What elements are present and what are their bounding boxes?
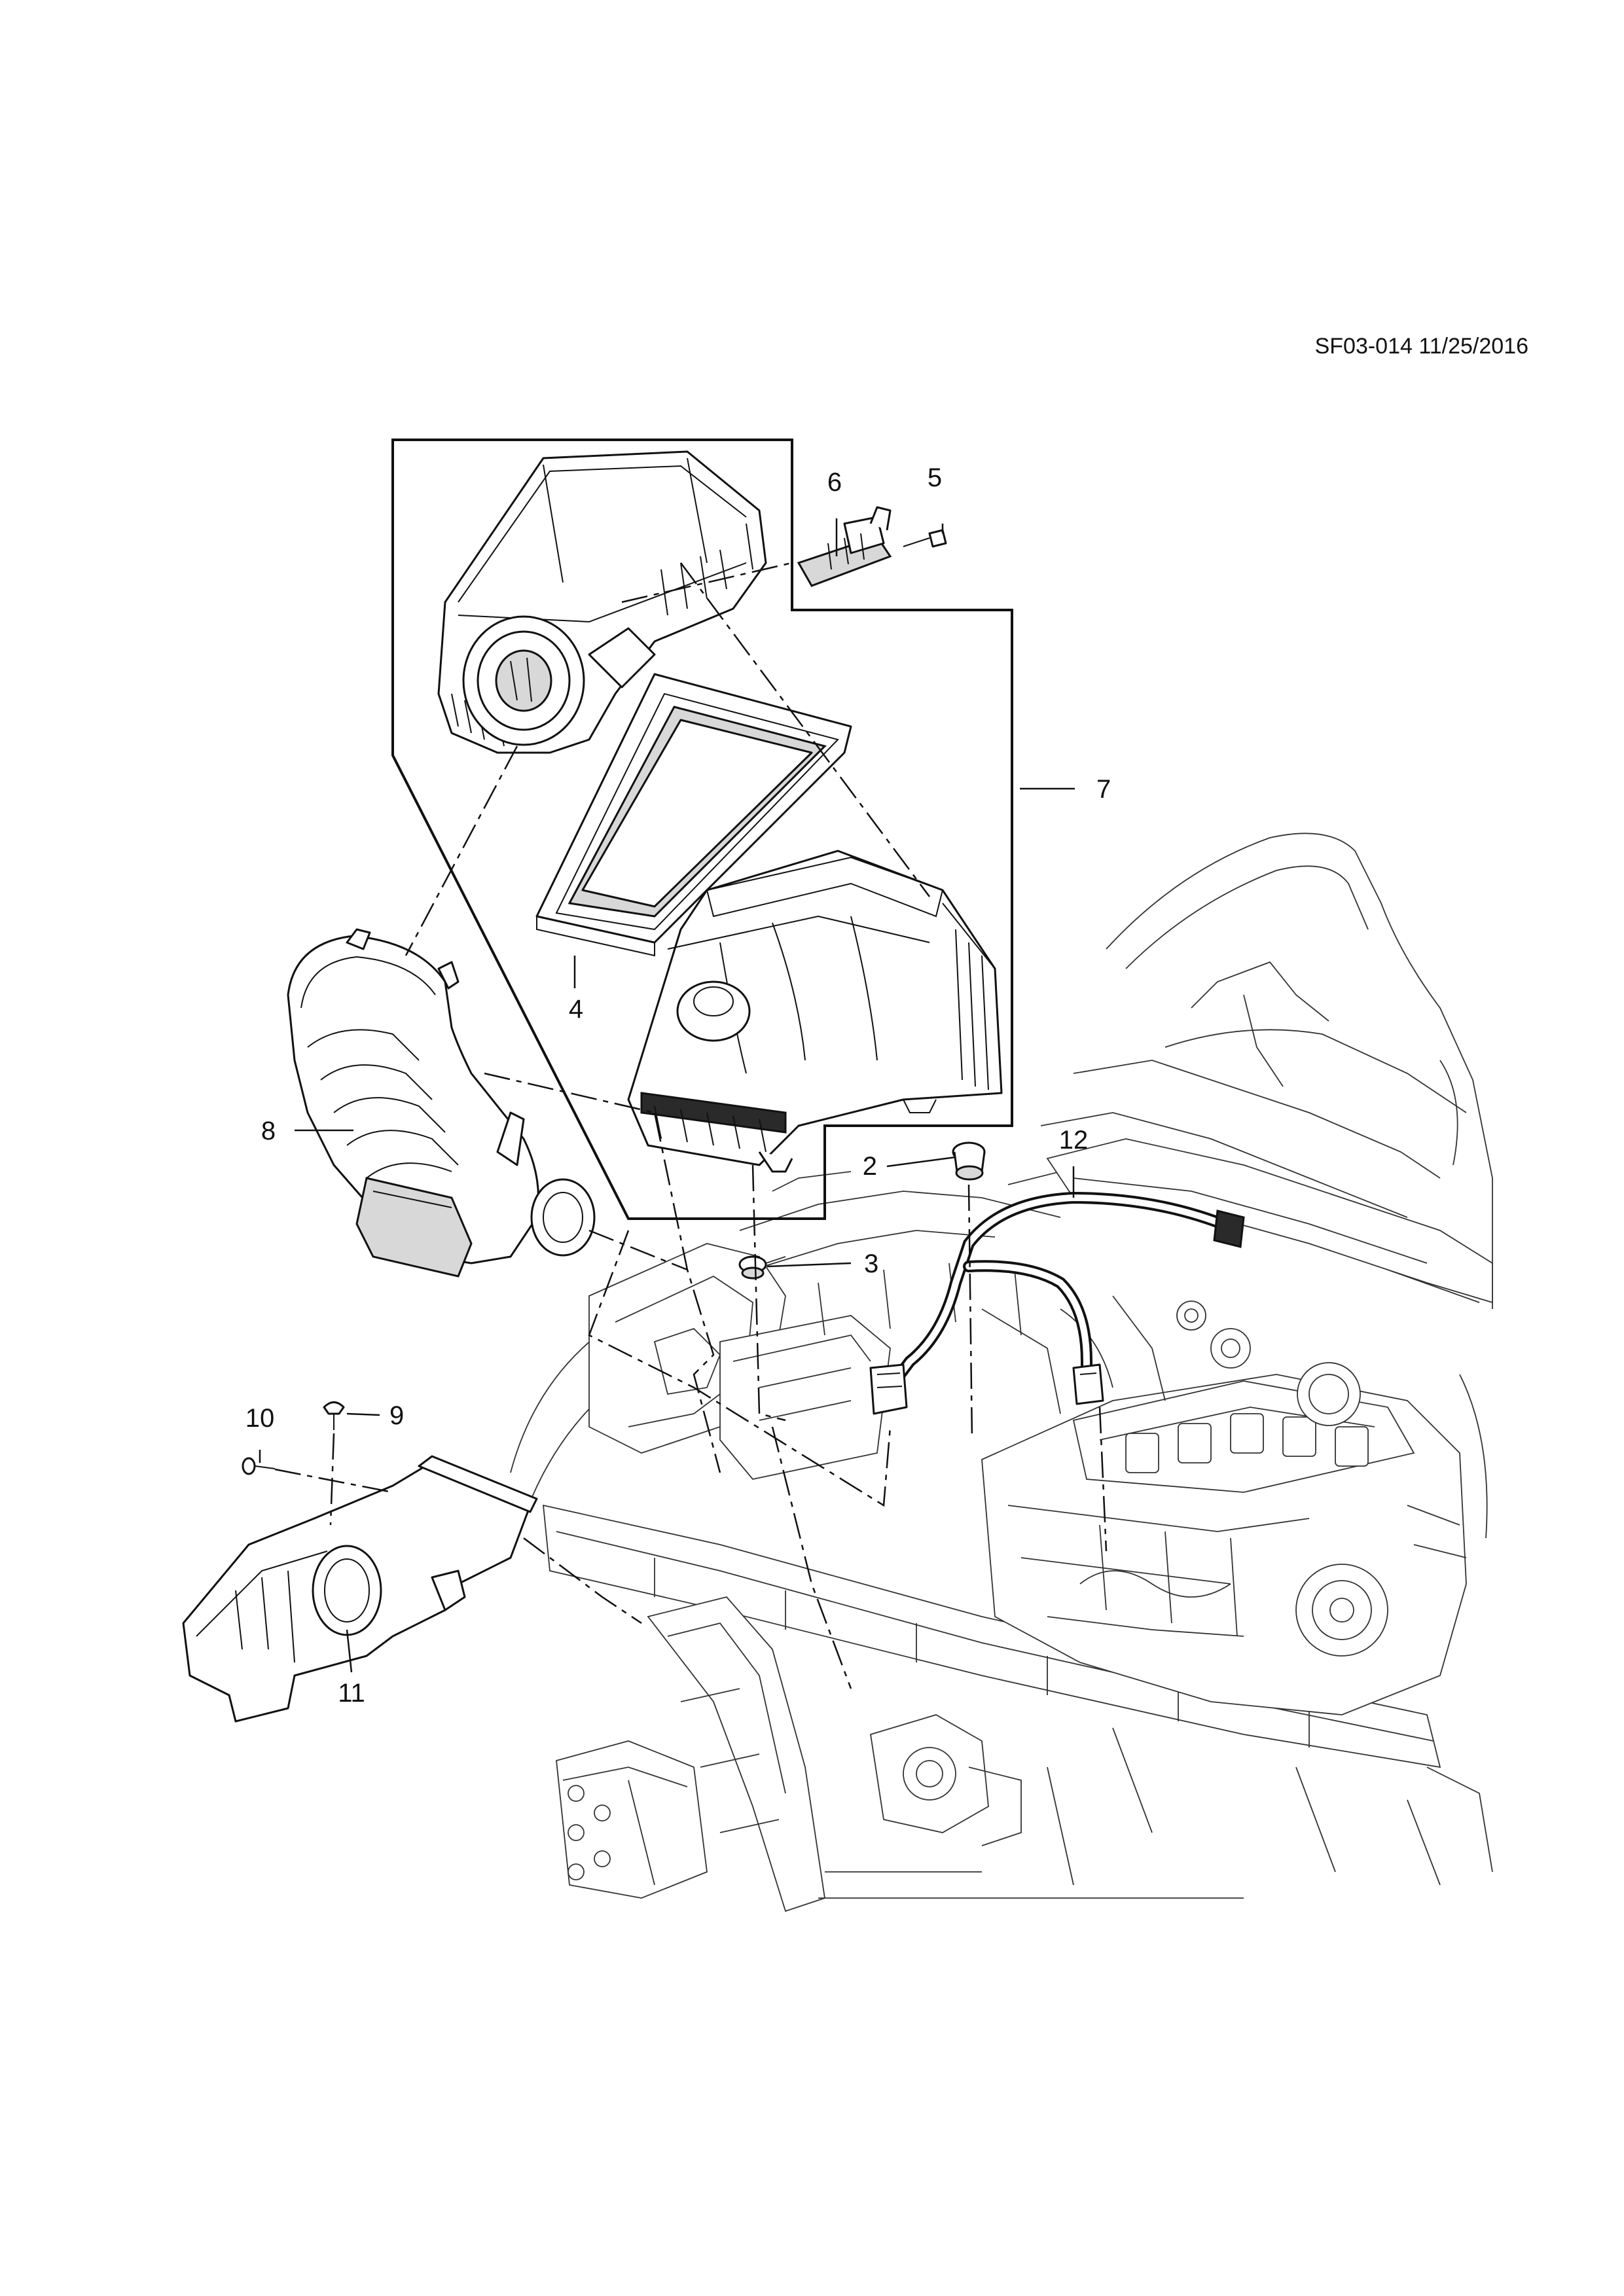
callout-6: 6 bbox=[827, 468, 842, 497]
bolt bbox=[242, 1457, 276, 1475]
callout-3: 3 bbox=[864, 1249, 878, 1278]
sensor-screw bbox=[903, 529, 947, 548]
air-cleaner-lower-housing bbox=[627, 850, 1003, 1173]
callout-9: 9 bbox=[389, 1401, 404, 1430]
callout-10: 10 bbox=[245, 1404, 275, 1433]
callout-11: 11 bbox=[338, 1679, 365, 1708]
callout-2: 2 bbox=[863, 1152, 877, 1181]
callout-12: 12 bbox=[1059, 1126, 1089, 1155]
wiring-harness bbox=[869, 1191, 1245, 1415]
document-id-stamp: SF03-014 11/25/2016 bbox=[1315, 334, 1528, 359]
air-cleaner-assembly-outline bbox=[391, 439, 1013, 1220]
callout-8: 8 bbox=[261, 1117, 276, 1145]
callout-7: 7 bbox=[1096, 775, 1111, 804]
callout-5: 5 bbox=[928, 463, 942, 492]
leader-lines bbox=[259, 518, 1075, 1673]
air-inlet-snorkel bbox=[182, 1455, 538, 1723]
air-filter-element bbox=[535, 673, 852, 957]
mass-airflow-sensor bbox=[797, 506, 892, 587]
grommet-3 bbox=[738, 1255, 767, 1280]
alignment-lines bbox=[274, 562, 1108, 1689]
callout-4: 4 bbox=[569, 995, 583, 1024]
air-cleaner-upper-housing bbox=[437, 450, 767, 754]
grommet-2 bbox=[952, 1141, 986, 1181]
push-clip bbox=[323, 1401, 345, 1430]
engine-bay-illustration bbox=[510, 833, 1493, 1912]
air-intake-duct bbox=[287, 928, 596, 1278]
